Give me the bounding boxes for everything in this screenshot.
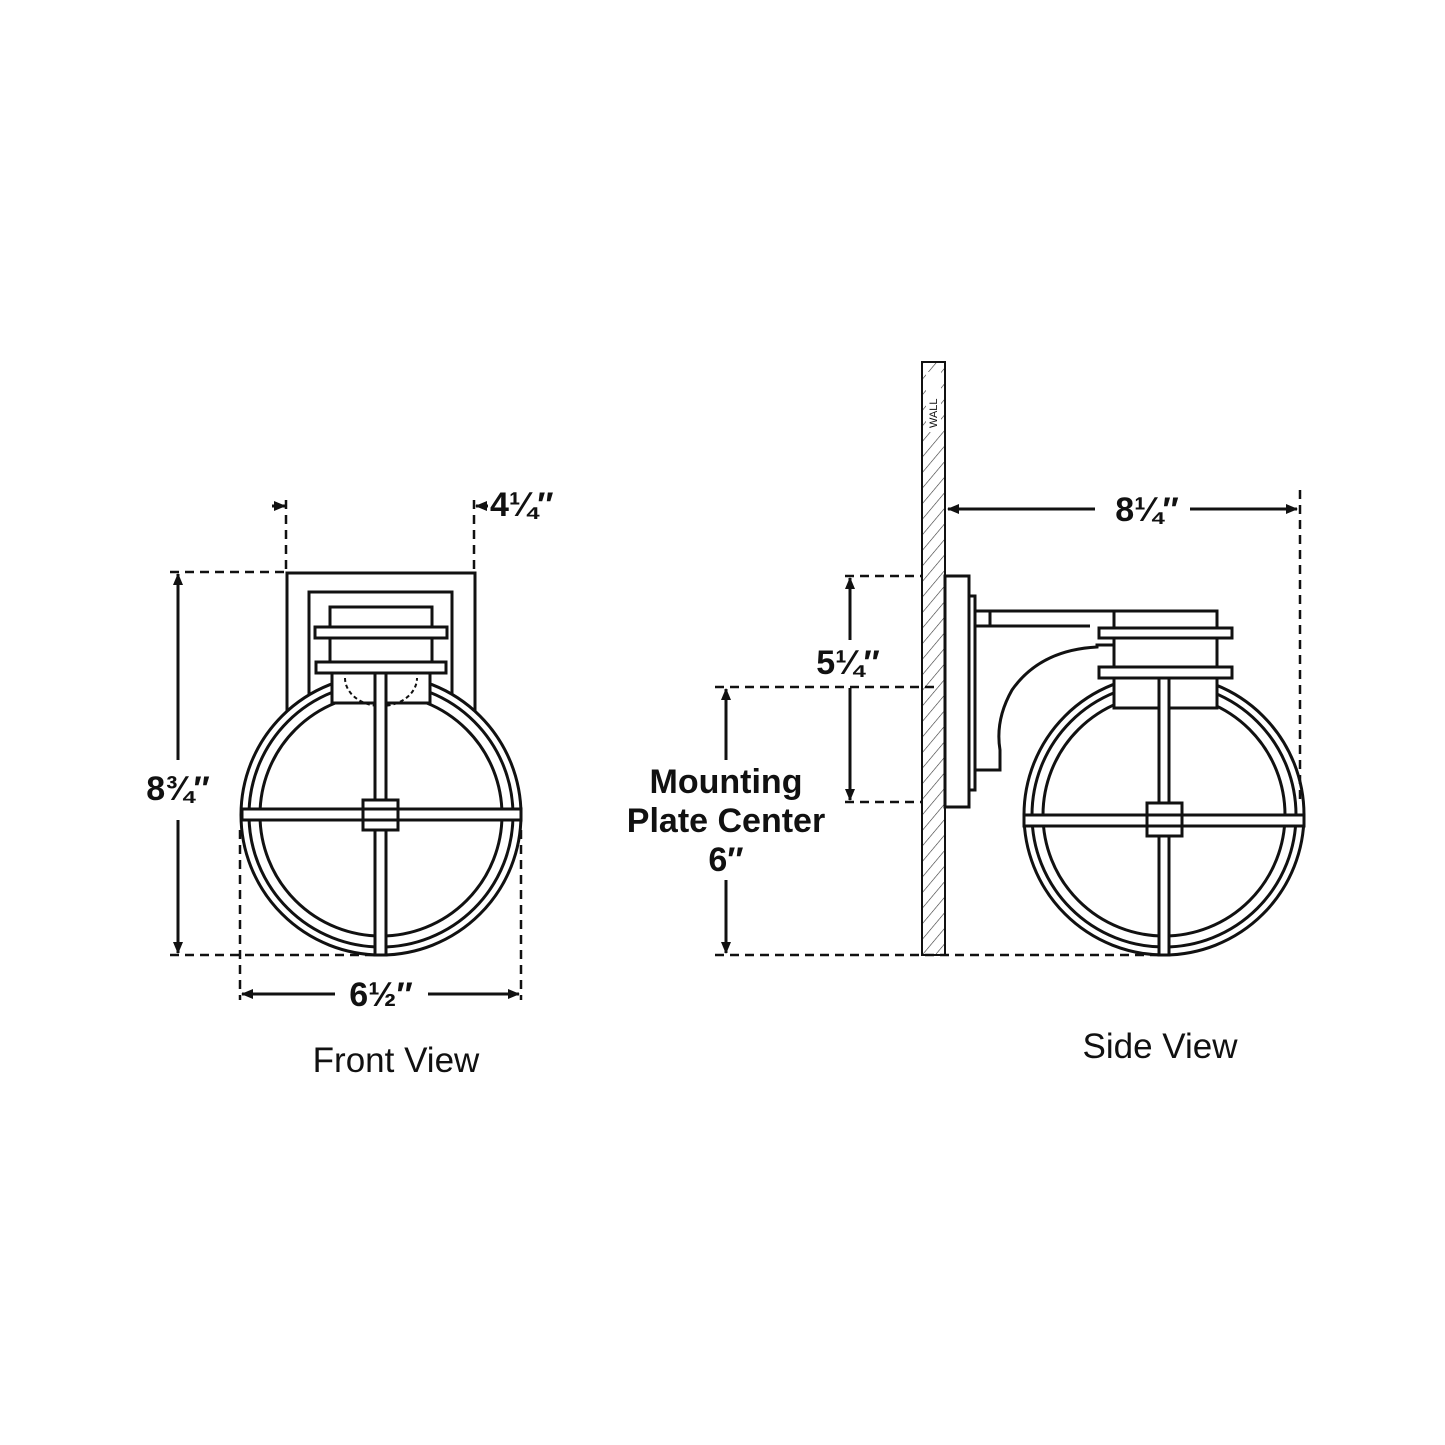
front-view: 4¼″ 8¾″ 6½″ Front View — [146, 486, 553, 1080]
mounting-label-line2: Plate Center — [627, 802, 825, 840]
center-block — [361, 798, 400, 832]
flange-bottom — [314, 660, 448, 675]
backplate-height-label: 5¼″ — [816, 644, 880, 682]
extension-label: 8¼″ — [1115, 491, 1179, 529]
mounting-label-value: 6″ — [708, 841, 743, 879]
mounting-label-line1: Mounting — [650, 763, 803, 801]
side-view-title: Side View — [1082, 1027, 1238, 1066]
side-top-cap — [1112, 609, 1219, 673]
height-label: 8¾″ — [146, 770, 210, 808]
front-lamp-drawing — [239, 571, 523, 957]
wall — [921, 361, 946, 956]
side-view: WALL 8¼″ — [627, 361, 1306, 1066]
front-view-title: Front View — [313, 1041, 480, 1080]
backplate-width-label: 4¼″ — [490, 486, 554, 524]
mounting-plate — [943, 574, 971, 809]
arm — [973, 609, 1219, 772]
flange-top — [313, 625, 449, 640]
width-label: 6½″ — [349, 976, 413, 1014]
wall-label: WALL — [928, 398, 940, 428]
side-lamp-drawing — [943, 574, 1306, 957]
